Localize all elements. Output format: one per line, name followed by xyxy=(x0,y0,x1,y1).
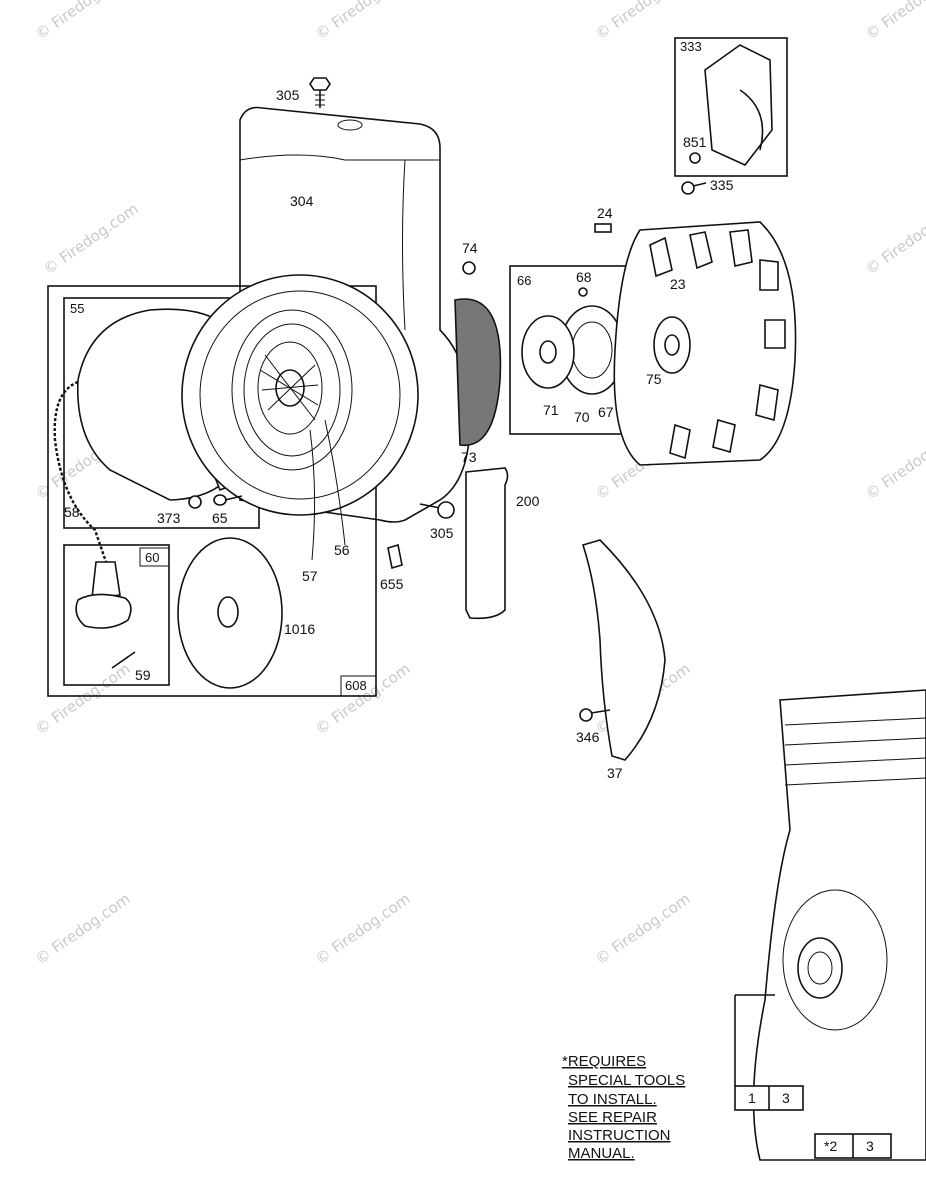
watermark: © Firedog.com xyxy=(40,200,142,279)
callout-24: 24 xyxy=(597,205,613,221)
flywheel-23 xyxy=(613,221,797,466)
callout-59: 59 xyxy=(135,667,151,683)
callout-67: 67 xyxy=(598,404,614,420)
note-line: *REQUIRES xyxy=(562,1053,646,1070)
screw-346 xyxy=(579,708,611,722)
air-guide-200 xyxy=(465,467,509,620)
watermark: © Firedog.com xyxy=(592,890,694,969)
callout-58: 58 xyxy=(64,504,80,520)
engine-block xyxy=(752,689,926,1161)
callout-labels: 305 304 333 851 335 24 74 66 68 23 55 58… xyxy=(64,39,734,781)
ref-table-cell: 3 xyxy=(866,1138,874,1154)
callout-305-bottom: 305 xyxy=(430,525,454,541)
note-line: INSTRUCTION xyxy=(568,1127,671,1144)
callout-box-608 xyxy=(340,675,377,697)
callout-305-top: 305 xyxy=(276,87,300,103)
ref-table-cell: *2 xyxy=(824,1138,837,1154)
watermark: © Firedog.com xyxy=(32,890,134,969)
screw-373 xyxy=(188,495,202,509)
kit-box-333 xyxy=(674,37,788,177)
callout-851: 851 xyxy=(683,134,707,150)
screw-305-top xyxy=(309,77,331,108)
callout-304: 304 xyxy=(290,193,314,209)
starter-handle-60 xyxy=(75,561,132,629)
callout-68: 68 xyxy=(576,269,592,285)
watermark: © Firedog.com xyxy=(862,200,926,279)
callout-60: 60 xyxy=(145,550,159,565)
note-line: MANUAL. xyxy=(568,1145,635,1162)
watermark: © Firedog.com xyxy=(312,890,414,969)
note-line: SPECIAL TOOLS xyxy=(568,1072,685,1089)
key-24 xyxy=(594,223,612,233)
callout-57: 57 xyxy=(302,568,318,584)
screw-65 xyxy=(213,494,243,506)
screw-335 xyxy=(681,181,707,195)
starter-rope-57 xyxy=(309,429,316,561)
pulley-rope-drum xyxy=(181,274,419,516)
clip-655 xyxy=(387,543,403,570)
ref-table-cell: 1 xyxy=(748,1090,756,1106)
ref-table-cell: 3 xyxy=(782,1090,790,1106)
callout-55: 55 xyxy=(70,301,84,316)
note-line: SEE REPAIR xyxy=(568,1109,657,1126)
callout-73: 73 xyxy=(461,449,477,465)
kit-box-60 xyxy=(63,544,170,686)
ball-68 xyxy=(578,287,588,297)
watermark: © Firedog.com xyxy=(862,0,926,43)
callout-75: 75 xyxy=(646,371,662,387)
callout-655: 655 xyxy=(380,576,404,592)
callout-1016: 1016 xyxy=(284,621,315,637)
callout-66: 66 xyxy=(517,273,531,288)
callout-608: 608 xyxy=(345,678,367,693)
watermark: © Firedog.com xyxy=(32,0,134,43)
pin-59 xyxy=(111,651,136,669)
callout-box-60 xyxy=(139,547,170,567)
reference-table: 1 3 *2 3 xyxy=(734,994,892,1159)
callout-373: 373 xyxy=(157,510,181,526)
watermark: © Firedog.com xyxy=(312,0,414,43)
starter-spring-56 xyxy=(324,419,346,546)
callout-70: 70 xyxy=(574,409,590,425)
watermark: © Firedog.com xyxy=(862,425,926,504)
starter-rope-58 xyxy=(53,380,108,563)
watermark: © Firedog.com xyxy=(592,0,694,43)
callout-37: 37 xyxy=(607,765,623,781)
service-note: *REQUIRES SPECIAL TOOLS TO INSTALL. SEE … xyxy=(562,1053,685,1162)
callout-346: 346 xyxy=(576,729,600,745)
ignition-armature-333 xyxy=(704,44,773,166)
screw-305-bottom xyxy=(419,501,455,519)
cylinder-baffle-37 xyxy=(581,539,666,761)
callout-74: 74 xyxy=(462,240,478,256)
screw-851 xyxy=(689,152,701,164)
callout-23: 23 xyxy=(670,276,686,292)
callout-333: 333 xyxy=(680,39,702,54)
watermark: © Firedog.com xyxy=(312,660,414,739)
washer-disc-1016 xyxy=(177,537,283,689)
callout-65: 65 xyxy=(212,510,228,526)
note-line: TO INSTALL. xyxy=(568,1091,657,1108)
callout-71: 71 xyxy=(543,402,559,418)
callout-56: 56 xyxy=(334,542,350,558)
callout-335: 335 xyxy=(710,177,734,193)
kit-box-608 xyxy=(47,285,377,697)
callout-200: 200 xyxy=(516,493,540,509)
starter-clutch-assembly xyxy=(521,305,625,395)
rotating-screen-73 xyxy=(454,298,502,447)
nut-74 xyxy=(462,261,476,275)
